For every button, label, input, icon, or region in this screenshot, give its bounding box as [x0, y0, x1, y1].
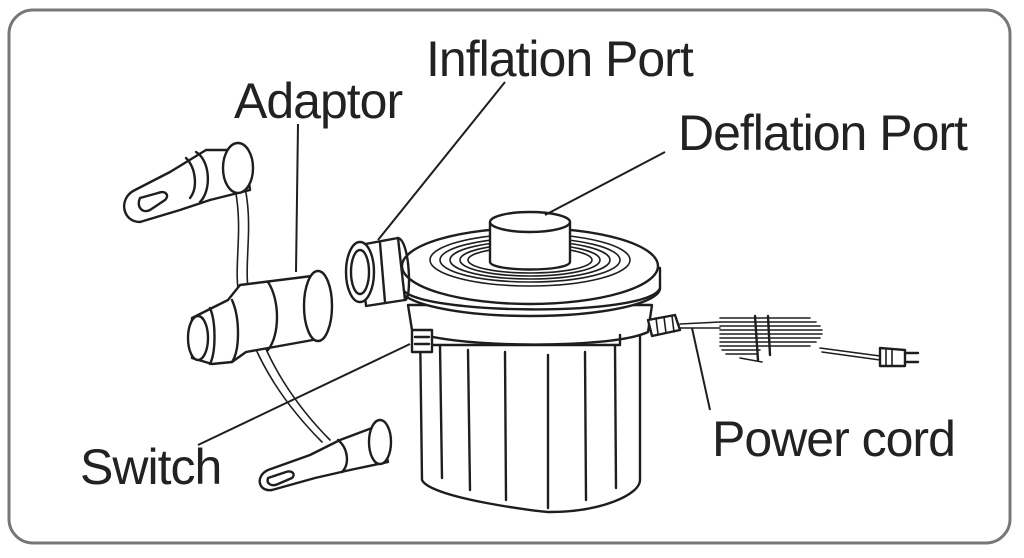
adaptor-set	[123, 141, 393, 492]
air-pump	[344, 210, 662, 514]
switch-label: Switch	[80, 439, 221, 495]
power-plug	[878, 346, 920, 368]
adaptor-label: Adaptor	[234, 73, 402, 129]
leader-adaptor	[295, 123, 299, 273]
diagram-frame	[7, 8, 1012, 545]
leader-lines	[197, 81, 711, 446]
leader-power-cord	[691, 327, 711, 411]
adaptor-bottom	[258, 418, 393, 492]
leader-switch	[197, 343, 411, 446]
inflation-port-label: Inflation Port	[426, 31, 694, 87]
deflation-port	[488, 210, 572, 271]
power-cord	[646, 313, 920, 368]
deflation-port-label: Deflation Port	[678, 105, 968, 161]
switch	[410, 328, 434, 354]
power-cord-label: Power cord	[712, 411, 955, 467]
adaptor-top	[123, 141, 255, 224]
adaptor-middle	[186, 269, 334, 366]
inflation-port	[344, 236, 411, 308]
leader-inflation-port	[377, 81, 506, 241]
leader-deflation-port	[544, 151, 666, 216]
